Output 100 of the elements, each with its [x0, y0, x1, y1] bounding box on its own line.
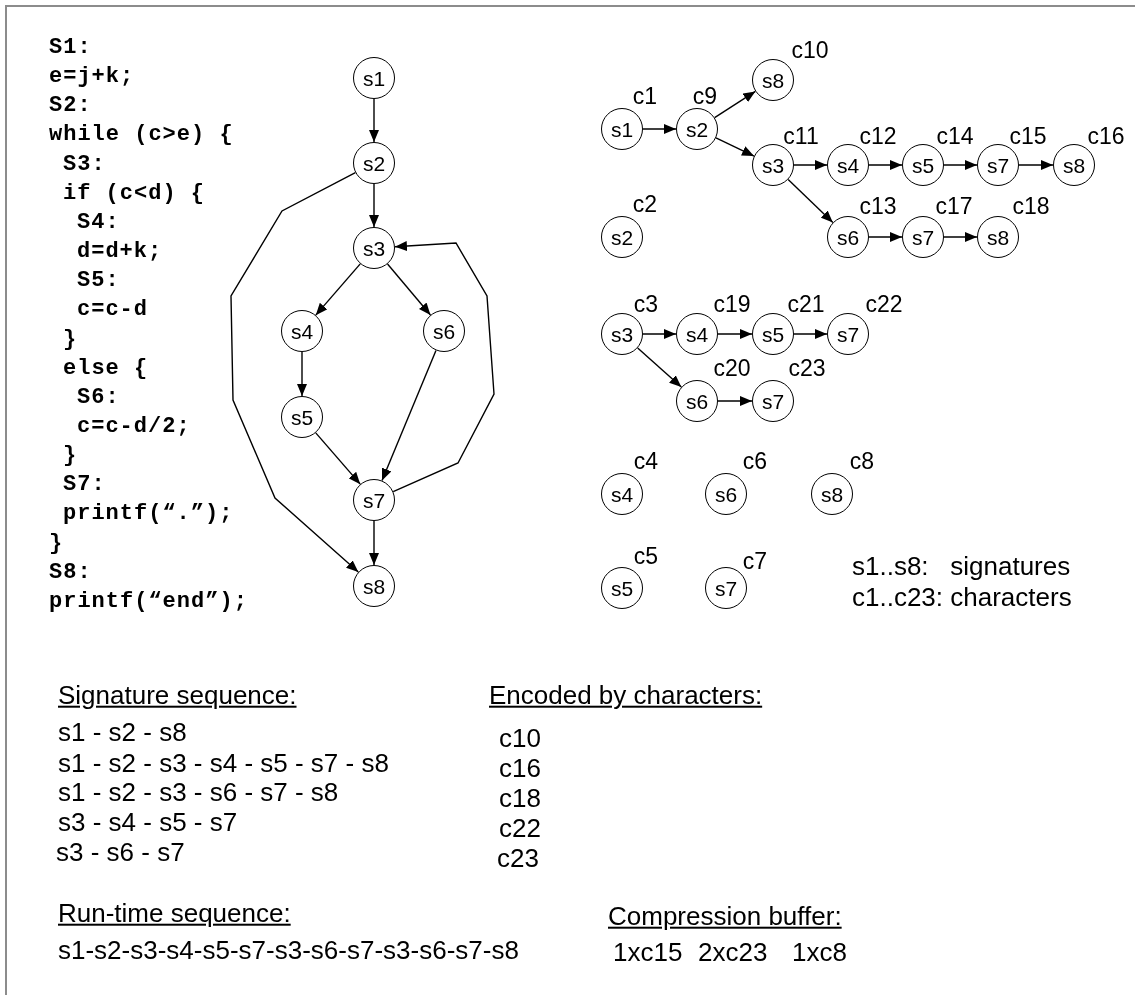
- arrow: [297, 351, 307, 397]
- state-circle: [752, 313, 794, 355]
- state-circle: [752, 59, 794, 101]
- arrow: [1018, 160, 1054, 170]
- node-label: s8: [362, 575, 386, 597]
- arrow: [392, 241, 495, 493]
- character-code: c22: [499, 813, 541, 843]
- arrow: [793, 329, 828, 339]
- state-circle: [827, 313, 869, 355]
- state-circle: [977, 216, 1019, 258]
- code-line: S1:: [49, 35, 92, 61]
- node-label: s6: [432, 320, 456, 342]
- character-label: c13: [859, 194, 897, 218]
- arrow: [717, 329, 753, 339]
- character-label: c8: [849, 449, 875, 473]
- arrow: [230, 172, 359, 573]
- node-label: s7: [714, 577, 738, 599]
- state-circle: [601, 313, 643, 355]
- code-line: e=j+k;: [49, 65, 135, 90]
- buffer-entry: 1xc15: [613, 937, 683, 967]
- arrow: [642, 329, 677, 339]
- signature-sequence: s3 - s6 - s7: [56, 837, 185, 867]
- node-label: s3: [362, 237, 386, 259]
- code-line: c=c-d/2;: [77, 414, 191, 440]
- character-label: c10: [791, 38, 829, 62]
- arrow: [386, 263, 432, 316]
- character-label: c4: [633, 449, 659, 473]
- code-line: }: [49, 531, 64, 556]
- state-circle: [752, 144, 794, 186]
- character-label: c23: [788, 356, 826, 380]
- code-line: printf(“.”);: [63, 502, 234, 527]
- state-circle: [676, 108, 718, 150]
- arrow: [793, 160, 828, 170]
- node-label: s2: [362, 152, 386, 174]
- character-label: c16: [1087, 124, 1125, 148]
- node-label: s5: [761, 323, 785, 345]
- arrow: [943, 232, 978, 242]
- code-line: S6:: [77, 385, 120, 410]
- state-circle: [281, 310, 323, 352]
- state-circle: [676, 380, 718, 422]
- node-label: s8: [1062, 154, 1086, 176]
- buffer-entry: 1xc8: [792, 937, 847, 967]
- node-label: s5: [911, 154, 935, 176]
- buffer-entry: 2xc23: [698, 937, 768, 967]
- character-label: c6: [742, 449, 768, 473]
- state-circle: [601, 108, 643, 150]
- character-label: c22: [865, 292, 903, 316]
- node-label: s5: [610, 577, 634, 599]
- arrow: [715, 137, 755, 157]
- signature-sequence: s1 - s2 - s3 - s6 - s7 - s8: [58, 777, 339, 807]
- signature-sequence: s3 - s4 - s5 - s7: [58, 807, 238, 837]
- node-label: s6: [685, 390, 709, 412]
- arrow: [369, 520, 379, 566]
- arrow: [717, 396, 753, 406]
- node-label: s2: [610, 226, 634, 248]
- character-label: c19: [713, 292, 751, 316]
- state-circle: [353, 142, 395, 184]
- node-label: s4: [836, 154, 860, 176]
- arrow: [369, 98, 379, 143]
- section-heading: Compression buffer:: [608, 901, 842, 931]
- node-label: s6: [836, 226, 860, 248]
- arrow: [315, 263, 361, 316]
- node-label: s7: [911, 226, 935, 248]
- node-label: s7: [836, 323, 860, 345]
- code-line: c=c-d: [77, 298, 148, 323]
- arrow: [943, 160, 978, 170]
- state-circle: [423, 310, 465, 352]
- state-circle: [902, 216, 944, 258]
- state-circle: [827, 144, 869, 186]
- section-heading: Run-time sequence:: [58, 898, 291, 928]
- signature-sequence: s1 - s2 - s3 - s4 - s5 - s7 - s8: [58, 748, 389, 778]
- code-line: }: [63, 444, 78, 469]
- state-circle: [902, 144, 944, 186]
- node-label: s8: [986, 226, 1010, 248]
- node-label: s6: [714, 483, 738, 505]
- node-label: s1: [610, 118, 634, 140]
- state-circle: [676, 313, 718, 355]
- state-circle: [281, 396, 323, 438]
- arrow: [868, 160, 903, 170]
- node-label: s2: [685, 118, 709, 140]
- code-line: S8:: [49, 560, 92, 585]
- arrow: [787, 178, 834, 224]
- state-circle: [705, 473, 747, 515]
- character-label: c9: [692, 84, 718, 108]
- character-label: c2: [632, 192, 658, 216]
- character-label: c20: [713, 356, 751, 380]
- state-circle: [353, 565, 395, 607]
- character-code: c10: [499, 723, 541, 753]
- character-label: c11: [783, 124, 819, 148]
- code-line: }: [63, 327, 78, 352]
- node-label: s7: [761, 390, 785, 412]
- node-label: s1: [362, 67, 386, 89]
- code-line: S4:: [77, 210, 120, 235]
- code-line: S2:: [49, 94, 92, 119]
- state-circle: [353, 57, 395, 99]
- arrow: [369, 183, 379, 228]
- code-line: S7:: [63, 473, 106, 498]
- arrow: [868, 232, 903, 242]
- code-line: S3:: [63, 152, 106, 177]
- character-label: c3: [633, 292, 659, 316]
